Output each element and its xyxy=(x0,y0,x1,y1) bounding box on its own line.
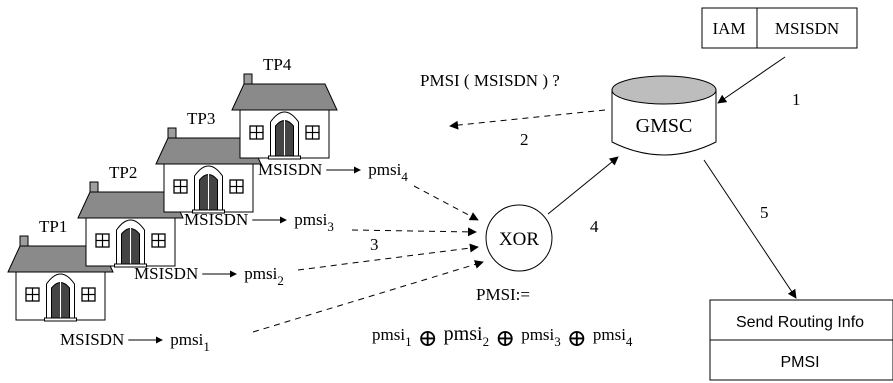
result-pmsi-label: PMSI xyxy=(780,354,819,371)
dashed-arrow-pmsi3 xyxy=(351,227,477,237)
step-2-label: 2 xyxy=(520,130,529,149)
house-label-tp1: TP1 xyxy=(39,217,67,236)
msisdn-label: MSISDN xyxy=(184,210,248,229)
xor-label: XOR xyxy=(499,229,539,250)
gmsc-database-icon: GMSC xyxy=(611,75,717,156)
dashed-arrow-pmsi2 xyxy=(297,243,479,271)
step-5-label: 5 xyxy=(760,203,769,222)
step-3-label: 3 xyxy=(370,235,379,254)
msisdn-label: MSISDN xyxy=(60,330,124,349)
pmsi-2-label: pmsi2 xyxy=(244,264,284,288)
arrow-step-5 xyxy=(703,159,797,299)
msisdn-label: MSISDN xyxy=(258,160,322,179)
house-label-tp2: TP2 xyxy=(109,163,137,182)
house-tp4-icon: TP4 xyxy=(231,55,338,160)
pmsi-xor-formula: pmsi1 ⊕ pmsi2 ⊕ pmsi3 ⊕ pmsi4 xyxy=(372,323,633,352)
formula-terms: pmsi1 ⊕ pmsi2 ⊕ pmsi3 ⊕ pmsi4 xyxy=(372,323,633,352)
pmsi-1-label: pmsi1 xyxy=(170,330,210,354)
pmsi-4-label: pmsi4 xyxy=(368,160,408,184)
dashed-arrow-pmsi4 xyxy=(413,185,479,221)
dashed-arrow-pmsi1 xyxy=(252,260,484,333)
step-1-label: 1 xyxy=(792,90,801,109)
house-label-tp4: TP4 xyxy=(263,55,292,74)
step-4-label: 4 xyxy=(590,217,599,236)
house-tp2-icon: TP2 xyxy=(77,163,184,268)
xor-node: XOR xyxy=(485,204,553,272)
iam-label: IAM xyxy=(712,19,745,38)
house-tp3-icon: TP3 xyxy=(155,109,262,214)
mapping-4: MSISDN pmsi4 xyxy=(258,160,408,184)
houses-group: TP1 TP2 TP3 TP4 xyxy=(7,55,338,322)
gmsc-label: GMSC xyxy=(636,115,693,137)
mapping-1: MSISDN pmsi1 xyxy=(60,330,210,354)
pmsi-query-label: PMSI ( MSISDN ) ? xyxy=(420,71,560,90)
arrow-step-2 xyxy=(449,109,606,130)
mapping-2: MSISDN pmsi2 xyxy=(134,264,284,288)
house-label-tp3: TP3 xyxy=(187,109,215,128)
msisdn-label: MSISDN xyxy=(134,264,198,283)
arrow-step-1 xyxy=(717,56,786,104)
pmsi-3-label: pmsi3 xyxy=(294,210,334,234)
arrow-step-4 xyxy=(547,156,619,215)
send-routing-info-label: Send Routing Info xyxy=(736,314,864,331)
formula-title: PMSI:= xyxy=(476,285,530,304)
iam-msisdn-label: MSISDN xyxy=(775,19,839,38)
send-routing-info-box: Send Routing Info PMSI xyxy=(709,299,893,381)
iam-msisdn-box: IAM MSISDN xyxy=(701,7,858,49)
mapping-3: MSISDN pmsi3 xyxy=(184,210,334,234)
